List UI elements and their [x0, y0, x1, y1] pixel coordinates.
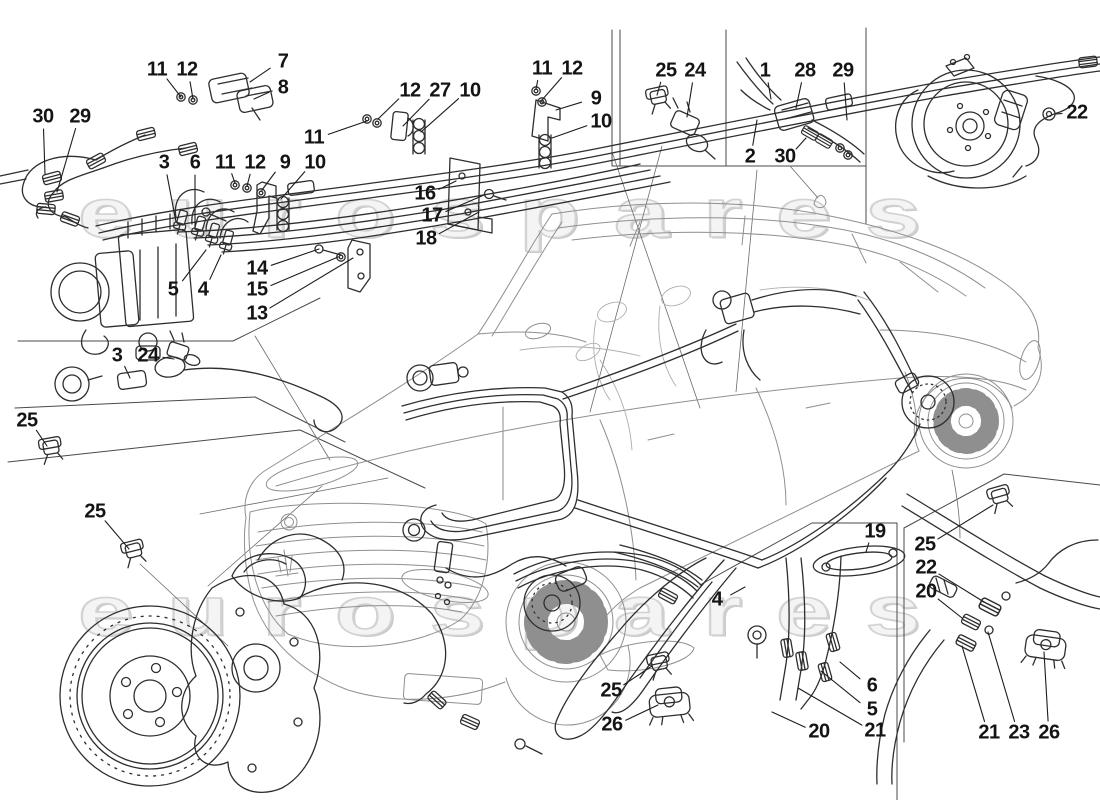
front-brake-exploded [59, 533, 543, 793]
part-number-label: 20 [808, 720, 830, 743]
part-number-label: 30 [32, 105, 54, 128]
part-number-label: 2 [744, 145, 756, 168]
part-number-label: 14 [246, 257, 268, 280]
sensor-inset-top [644, 84, 716, 160]
bolt-13-14-15 [314, 239, 371, 293]
clamp-27-and-block [362, 110, 426, 155]
part-number-label: 27 [429, 79, 451, 102]
part-number-label: 24 [137, 344, 159, 367]
part-number-label: 25 [655, 59, 677, 82]
rear-brake-overlay-on-car [700, 288, 955, 569]
part-number-label: 9 [590, 87, 602, 110]
part-number-label: 6 [866, 674, 878, 697]
part-number-label: 25 [16, 409, 38, 432]
part-number-label: 29 [832, 59, 854, 82]
part-number-label: 12 [244, 151, 266, 174]
part-number-label: 24 [684, 59, 706, 82]
part-number-label: 6 [189, 151, 201, 174]
bracket-9-10-center [531, 86, 561, 170]
part-number-label: 28 [794, 59, 816, 82]
part-number-label: 22 [1066, 101, 1088, 124]
part-number-label: 3 [158, 151, 170, 174]
part-number-label: 22 [915, 556, 937, 579]
grille [248, 502, 489, 648]
front-brake-overlay-on-car [401, 323, 763, 632]
speed-sensor-3-24 [54, 330, 343, 433]
part-number-label: 3 [111, 344, 123, 367]
rear-wheel [918, 373, 1014, 469]
part-number-label: 15 [246, 278, 268, 301]
callout-leader-lines [35, 67, 1063, 728]
abs-pipe-fittings [171, 180, 290, 257]
part-number-label: 10 [590, 110, 612, 133]
part-number-label: 30 [774, 145, 796, 168]
part-number-label: 18 [415, 227, 437, 250]
front-hoses-29-30 [0, 126, 227, 229]
part-number-label: 29 [69, 105, 91, 128]
part-number-label: 16 [414, 182, 436, 205]
car-interior [519, 285, 869, 451]
rear-brake-assembly-top-right [895, 53, 1075, 189]
part-number-label: 5 [167, 278, 179, 301]
watermark-text: eurospares [77, 572, 955, 650]
part-number-label: 4 [711, 588, 723, 611]
part-number-label: 4 [197, 278, 209, 301]
part-number-label: 7 [277, 50, 289, 73]
part-number-label: 19 [864, 520, 886, 543]
part-number-label: 12 [176, 58, 198, 81]
connector-7-8 [176, 72, 274, 121]
part-number-label: 13 [246, 302, 268, 325]
part-number-label: 26 [1038, 721, 1060, 744]
part-number-label: 5 [866, 698, 878, 721]
bracket-16-17-18 [447, 157, 507, 234]
part-number-label: 25 [84, 500, 106, 523]
part-number-label: 25 [600, 679, 622, 702]
part-number-label: 9 [279, 151, 291, 174]
part-number-label: 11 [303, 126, 325, 149]
part-number-label: 17 [421, 204, 443, 227]
part-number-label: 23 [1008, 721, 1030, 744]
part-number-label: 11 [531, 57, 553, 80]
front-wheel [505, 561, 627, 683]
trident-emblem [275, 549, 299, 577]
part-number-label: 25 [914, 533, 936, 556]
part-number-label: 26 [601, 713, 623, 736]
inset-bottom-middle-pipes [513, 545, 906, 740]
pipe-assembly-1-2-28 [736, 57, 865, 163]
part-number-label: 10 [459, 79, 481, 102]
inset-bottom-right-pipes [876, 483, 1100, 785]
part-number-label: 21 [978, 721, 1000, 744]
construction-lines [139, 145, 961, 647]
part-number-label: 12 [561, 57, 583, 80]
top-pipe-bundle [95, 55, 1100, 241]
bracket-plate-19 [812, 545, 906, 577]
part-number-label: 8 [277, 76, 289, 99]
part-number-label: 21 [864, 719, 886, 742]
part-number-label: 1 [759, 59, 771, 82]
car-body [243, 195, 1042, 726]
part-number-label: 11 [214, 151, 236, 174]
part-number-label: 12 [399, 79, 421, 102]
part-number-label: 11 [146, 58, 168, 81]
abs-pipes-bundle [177, 163, 671, 253]
panel-borders [7, 27, 1100, 800]
part-number-label: 10 [304, 151, 326, 174]
roof-antenna [813, 195, 827, 209]
part-number-label: 20 [915, 580, 937, 603]
abs-hydraulic-unit [50, 213, 195, 361]
